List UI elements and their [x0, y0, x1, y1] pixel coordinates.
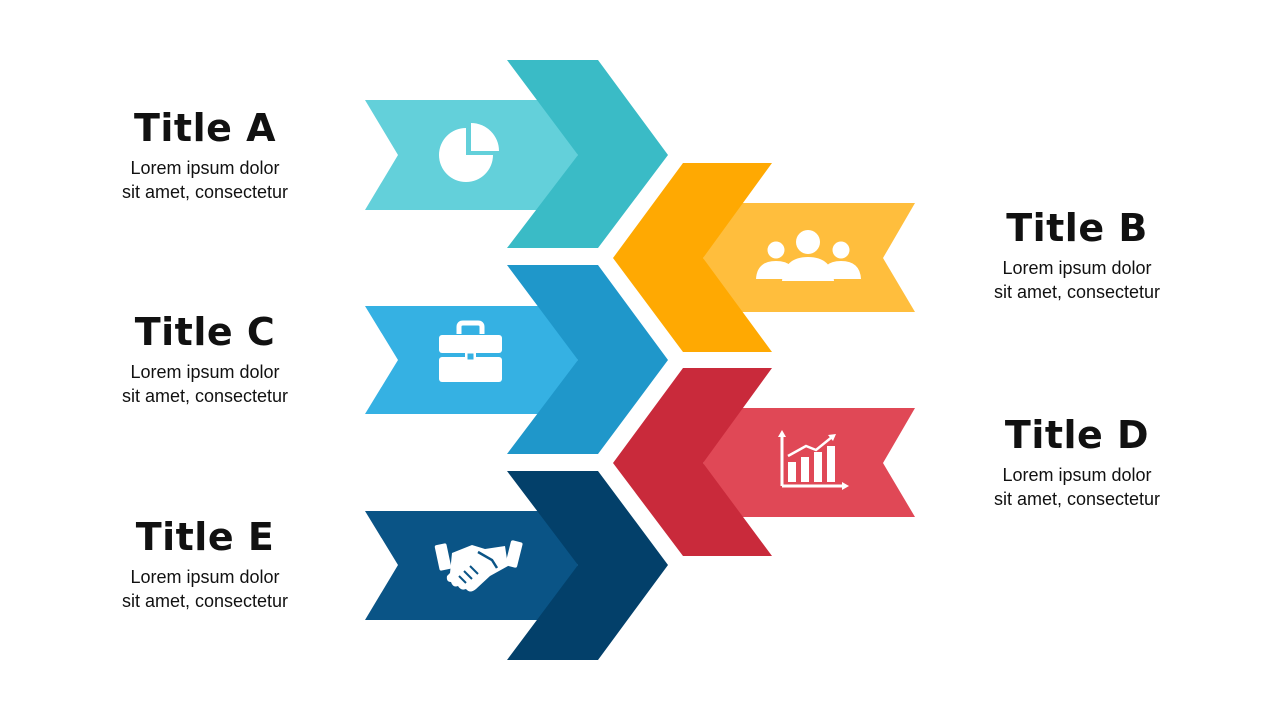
item-e-text: Title E Lorem ipsum dolor sit amet, cons… [75, 515, 335, 613]
item-a-title: Title A [133, 106, 277, 150]
item-d-desc-line2: sit amet, consectetur [993, 489, 1161, 509]
item-a-text: Title A Lorem ipsum dolor sit amet, cons… [75, 106, 335, 204]
arrow-b-chevron [613, 163, 772, 352]
item-e-desc-line2: sit amet, consectetur [121, 591, 289, 611]
item-c-desc-line1: Lorem ipsum dolor [130, 362, 280, 382]
item-c-desc-line2: sit amet, consectetur [121, 386, 289, 406]
pie-chart-icon [439, 123, 499, 182]
item-b-title: Title B [1006, 206, 1148, 250]
item-a-desc-line1: Lorem ipsum dolor [130, 158, 280, 178]
item-d-desc-line1: Lorem ipsum dolor [1002, 465, 1152, 485]
arrow-e-chevron [507, 471, 668, 660]
arrow-a [365, 60, 668, 248]
arrow-e [365, 471, 668, 660]
arrow-d-chevron [613, 368, 772, 556]
item-d-title: Title D [1004, 413, 1150, 457]
bar-chart-icon [778, 430, 849, 490]
item-a-desc-line2: sit amet, consectetur [121, 182, 289, 202]
item-e-desc-line1: Lorem ipsum dolor [130, 567, 280, 587]
item-d-text: Title D Lorem ipsum dolor sit amet, cons… [947, 413, 1207, 511]
people-icon [756, 230, 861, 281]
arrow-c [365, 265, 668, 454]
arrow-b [613, 163, 915, 352]
item-b-desc-line1: Lorem ipsum dolor [1002, 258, 1152, 278]
item-b-desc-line2: sit amet, consectetur [993, 282, 1161, 302]
handshake-icon [434, 540, 523, 592]
item-b-text: Title B Lorem ipsum dolor sit amet, cons… [947, 206, 1207, 304]
item-c-text: Title C Lorem ipsum dolor sit amet, cons… [75, 310, 335, 408]
arrow-a-chevron [507, 60, 668, 248]
item-c-title: Title C [134, 310, 276, 354]
item-e-title: Title E [135, 515, 275, 559]
briefcase-icon [439, 320, 502, 382]
arrow-d [613, 368, 915, 556]
arrow-c-chevron [507, 265, 668, 454]
